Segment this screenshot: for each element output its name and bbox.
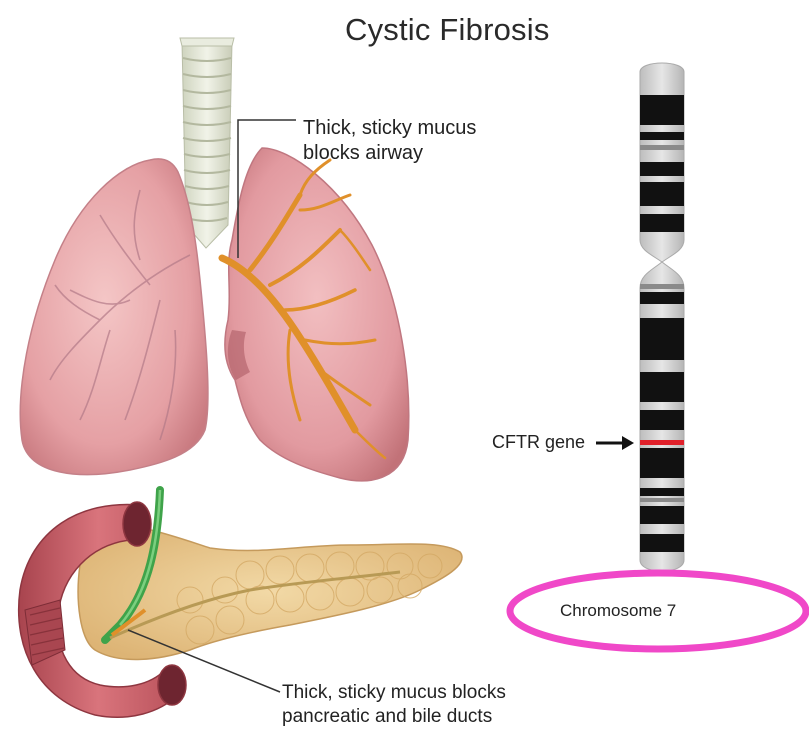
lungs [20,38,408,481]
right-lung [225,148,409,481]
left-lung [20,159,208,475]
pancreas-mucus-label: Thick, sticky mucus blocks pancreatic an… [282,681,506,729]
diagram-title: Cystic Fibrosis [345,12,550,48]
cftr-band [640,440,684,445]
chromosome-label: Chromosome 7 [560,601,676,621]
lung-mucus-label: Thick, sticky mucus blocks airway [303,116,476,166]
chromosome-7 [510,63,806,649]
cftr-arrow [596,436,634,450]
cftr-gene-label: CFTR gene [492,432,585,453]
